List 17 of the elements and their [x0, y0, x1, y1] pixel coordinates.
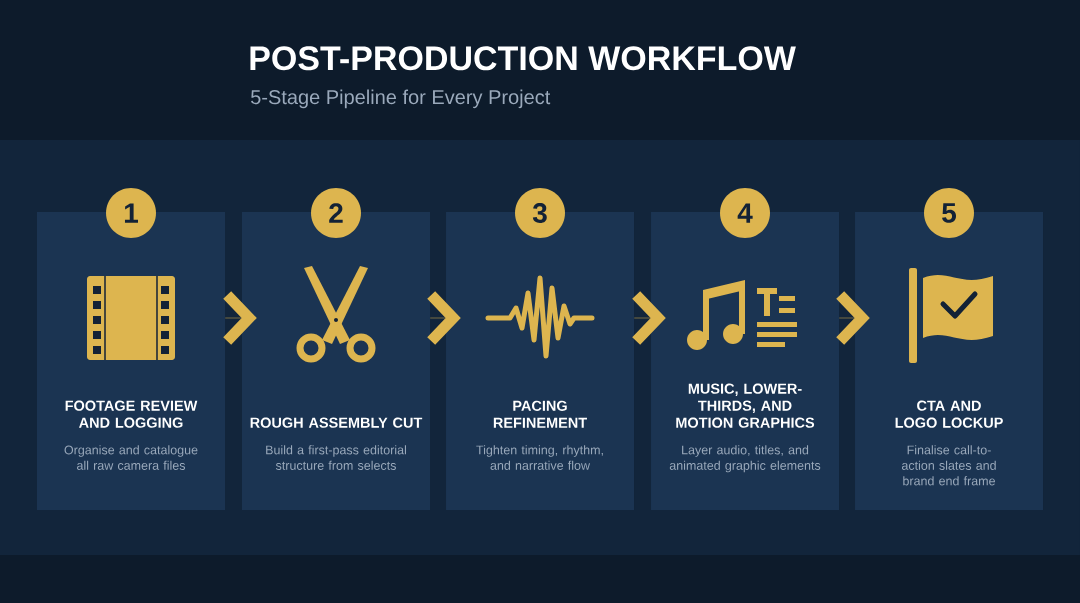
stage-heading: PACING REFINEMENT [493, 400, 587, 428]
step-number: 5 [924, 188, 974, 238]
step-number: 1 [106, 188, 156, 238]
stage-description: Build a first-pass editorial structure from selects [266, 445, 406, 470]
stage-heading: ROUGH ASSEMBLY CUT [250, 417, 423, 428]
step-number: 3 [515, 188, 565, 238]
step-number: 2 [311, 188, 361, 238]
step-number: 4 [720, 188, 770, 238]
subtitle: 5-Stage Pipeline for Every Project [251, 89, 551, 109]
title: POST-PRODUCTION WORKFLOW [250, 46, 796, 71]
stage-heading: CTA AND LOGO LOCKUP [895, 400, 1003, 428]
stage-heading: MUSIC, LOWER-THIRDS, AND MOTION GRAPHICS [676, 383, 815, 428]
stage-heading: FOOTAGE REVIEW AND LOGGING [65, 400, 198, 428]
stage-description: Tighten timing, rhythm, and narrative flow [476, 445, 603, 470]
stage-description: Layer audio, titles, and animated graphic elements [669, 445, 821, 473]
stage-description: Organise and catalogue all raw camera files [64, 445, 198, 470]
stage-description: Finalise call-to-action slates and brand end frame [901, 445, 996, 486]
